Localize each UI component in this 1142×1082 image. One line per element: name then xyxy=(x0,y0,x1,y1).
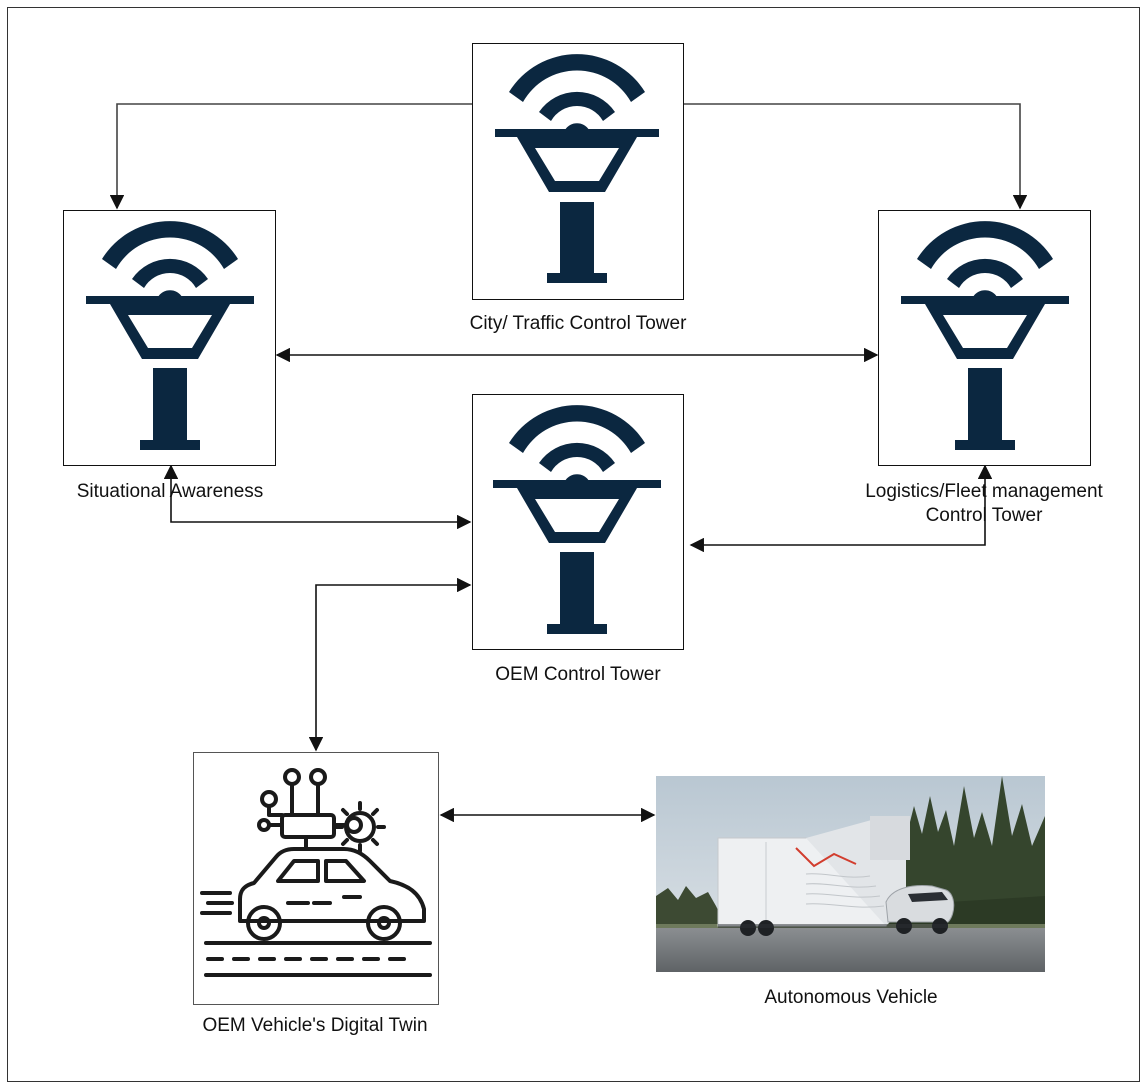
autonomous-vehicle-label: Autonomous Vehicle xyxy=(764,987,938,1008)
edge-logistics-to-oem xyxy=(689,464,993,553)
logistics-node[interactable] xyxy=(878,210,1091,466)
control-tower-icon xyxy=(495,54,659,283)
edge-oem-to-twin xyxy=(308,577,472,752)
logistics-label-line1: Logistics/Fleet management xyxy=(865,481,1103,502)
city-tower-node[interactable] xyxy=(472,43,684,300)
digital-twin-node[interactable] xyxy=(193,752,439,1005)
autonomous-truck-photo xyxy=(656,776,1045,972)
edge-city-to-logistics xyxy=(684,103,1028,210)
connected-car-icon xyxy=(200,768,432,977)
oem-tower-node[interactable] xyxy=(472,394,684,650)
control-tower-icon xyxy=(86,221,254,450)
situational-node[interactable] xyxy=(63,210,276,466)
city-tower-label: City/ Traffic Control Tower xyxy=(469,313,687,334)
logistics-label-line2: Control Tower xyxy=(925,505,1043,526)
autonomous-vehicle-photo[interactable] xyxy=(656,776,1045,972)
edge-city-to-situational xyxy=(109,103,472,210)
logistics-label: Logistics/Fleet management Control Tower xyxy=(834,480,1134,528)
situational-label: Situational Awareness xyxy=(76,481,264,502)
control-tower-icon xyxy=(901,221,1069,450)
edge-situational-to-oem xyxy=(163,464,472,530)
control-tower-icon xyxy=(493,405,661,634)
oem-tower-label: OEM Control Tower xyxy=(495,664,661,685)
digital-twin-label: OEM Vehicle's Digital Twin xyxy=(202,1015,428,1036)
